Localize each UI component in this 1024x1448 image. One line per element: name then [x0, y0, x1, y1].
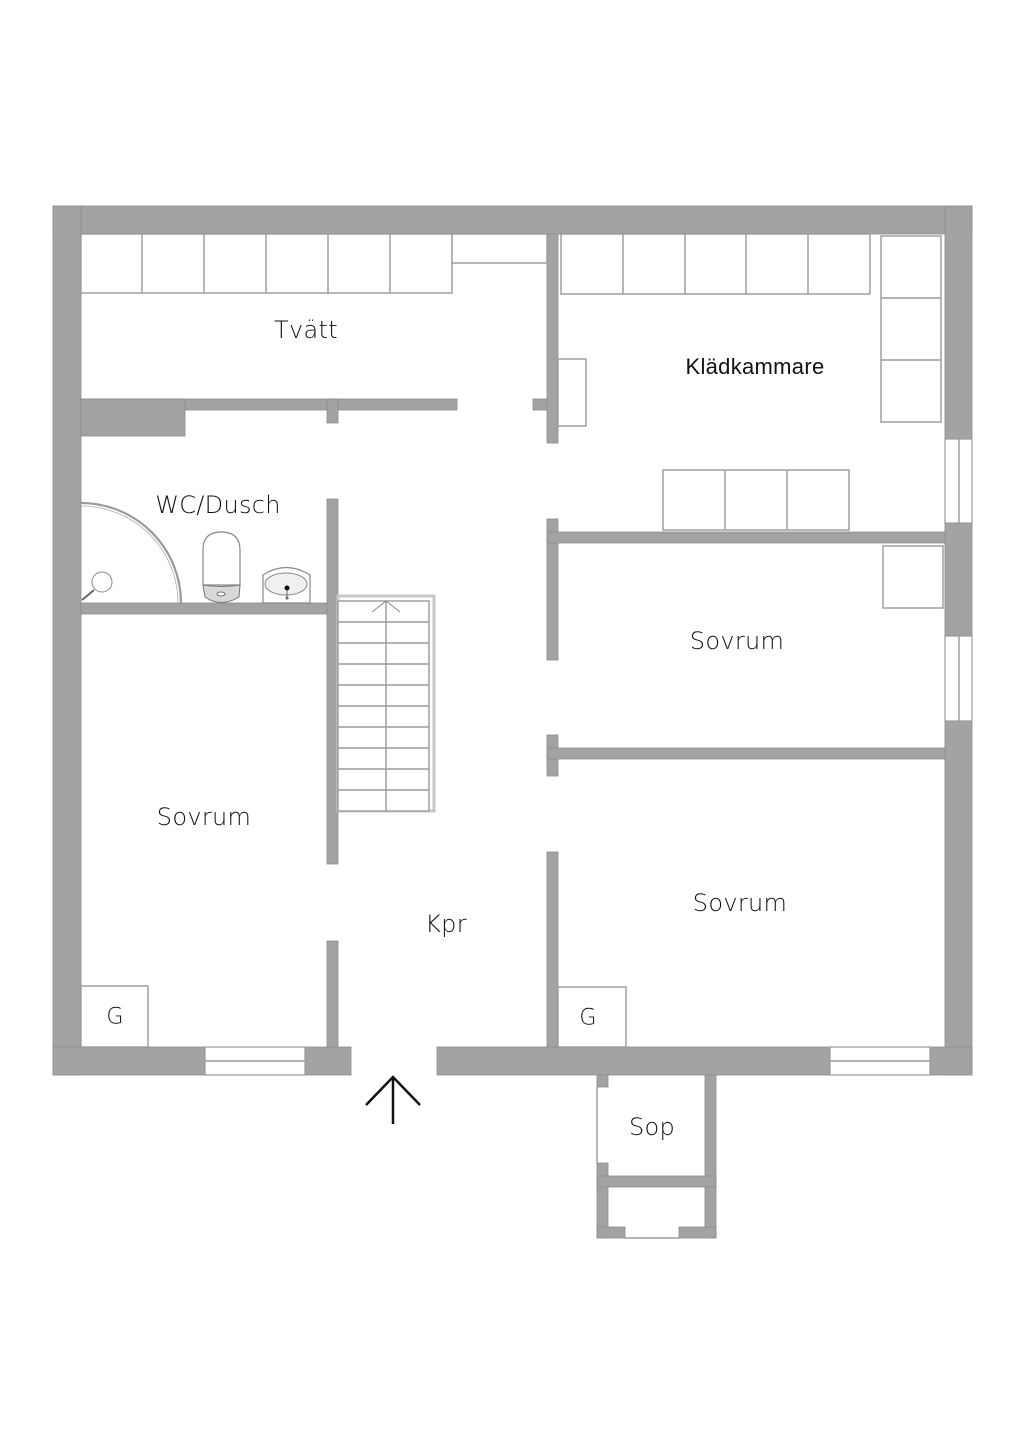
laundry-cabinets — [80, 233, 548, 294]
room-label-wc-dusch: WC/Dusch — [155, 491, 281, 519]
bathroom-fixtures — [80, 501, 311, 604]
room-label-tvatt: Tvätt — [274, 316, 338, 344]
room-label-sovrum-east-upper: Sovrum — [689, 627, 785, 655]
closet-label-west: G — [106, 1004, 124, 1030]
shower-head-icon — [91, 571, 113, 593]
entrance-arrow-icon — [365, 1075, 421, 1124]
stair-up-arrow-icon — [371, 600, 401, 613]
room-label-sovrum-east-lower: Sovrum — [692, 889, 788, 917]
wardrobes — [557, 233, 944, 609]
toilet-icon — [202, 531, 241, 603]
sink-icon — [262, 566, 311, 604]
closet-label-east: G — [579, 1005, 597, 1031]
room-label-sop: Sop — [628, 1113, 676, 1141]
room-label-kladkammare: Klädkammare — [685, 354, 825, 379]
windows — [204, 438, 973, 1076]
staircase — [336, 594, 436, 813]
interior-walls — [80, 233, 946, 1048]
outer-walls — [52, 205, 973, 1076]
sop-annex — [596, 1074, 717, 1239]
closet-outlines — [80, 985, 627, 1048]
room-label-sovrum-west: Sovrum — [156, 803, 252, 831]
room-label-kpr: Kpr — [425, 910, 467, 938]
